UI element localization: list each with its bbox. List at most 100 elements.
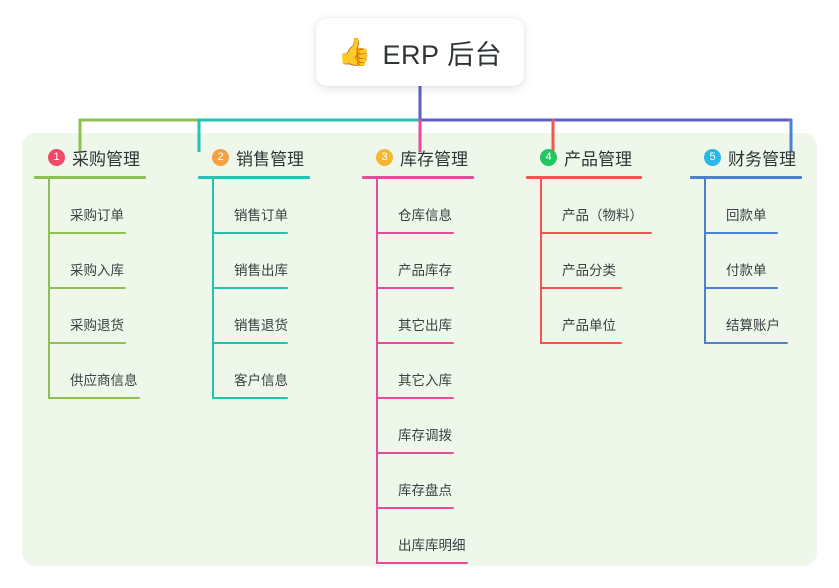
leaf-label: 供应商信息: [70, 373, 138, 388]
branch-trunk-1: [48, 179, 50, 399]
branch-header-4[interactable]: 4 产品管理: [526, 144, 642, 170]
list-item[interactable]: 产品库存: [376, 234, 474, 289]
branch-column-3: 3 库存管理 仓库信息 产品库存 其它出库 其它入库 库存调拨: [362, 144, 474, 564]
list-item[interactable]: 采购订单: [48, 179, 146, 234]
leaf-label: 采购退货: [70, 318, 124, 333]
leaf-underline: [704, 287, 778, 289]
list-item[interactable]: 回款单: [704, 179, 802, 234]
leaf-underline: [376, 562, 468, 564]
branch-body-3: 仓库信息 产品库存 其它出库 其它入库 库存调拨 库存盘点: [376, 179, 474, 564]
branch-header-5[interactable]: 5 财务管理: [690, 144, 802, 170]
branch-body-1: 采购订单 采购入库 采购退货 供应商信息: [48, 179, 146, 399]
leaf-underline: [376, 232, 454, 234]
list-item[interactable]: 产品分类: [540, 234, 642, 289]
branch-header-1[interactable]: 1 采购管理: [34, 144, 146, 170]
leaf-label: 仓库信息: [398, 208, 452, 223]
branch-body-2: 销售订单 销售出库 销售退货 客户信息: [212, 179, 310, 399]
branch-trunk-3: [376, 179, 378, 564]
branch-badge-4: 4: [540, 148, 557, 166]
leaf-label: 其它入库: [398, 373, 452, 388]
leaf-underline: [376, 287, 454, 289]
branch-body-5: 回款单 付款单 结算账户: [704, 179, 802, 344]
thumbs-up-icon: 👍: [337, 36, 372, 67]
leaf-underline: [376, 397, 454, 399]
list-item[interactable]: 产品（物料）: [540, 179, 652, 234]
leaf-underline: [376, 452, 454, 454]
branch-column-1: 1 采购管理 采购订单 采购入库 采购退货 供应商信息: [34, 144, 146, 399]
leaf-underline: [540, 287, 622, 289]
leaf-label: 产品分类: [562, 263, 616, 278]
list-item[interactable]: 供应商信息: [48, 344, 146, 399]
list-item[interactable]: 采购退货: [48, 289, 146, 344]
branch-header-2[interactable]: 2 销售管理: [198, 144, 310, 170]
leaf-underline: [212, 342, 288, 344]
branch-badge-2: 2: [212, 148, 229, 166]
list-item[interactable]: 客户信息: [212, 344, 310, 399]
leaf-label: 销售出库: [234, 263, 288, 278]
leaf-underline: [48, 232, 126, 234]
leaf-label: 客户信息: [234, 373, 288, 388]
leaf-underline: [704, 342, 788, 344]
branch-badge-1: 1: [48, 148, 65, 166]
leaf-underline: [48, 287, 126, 289]
branch-trunk-4: [540, 179, 542, 344]
leaf-label: 采购入库: [70, 263, 124, 278]
leaf-label: 出库库明细: [398, 538, 466, 553]
list-item[interactable]: 其它入库: [376, 344, 474, 399]
list-item[interactable]: 库存调拨: [376, 399, 474, 454]
branch-column-5: 5 财务管理 回款单 付款单 结算账户: [690, 144, 802, 344]
list-item[interactable]: 出库库明细: [376, 509, 474, 564]
list-item[interactable]: 付款单: [704, 234, 802, 289]
leaf-label: 采购订单: [70, 208, 124, 223]
branch-title-5: 财务管理: [728, 149, 796, 169]
branch-badge-3: 3: [376, 148, 393, 166]
branch-title-4: 产品管理: [564, 149, 632, 169]
leaf-label: 付款单: [726, 263, 767, 278]
leaf-label: 库存调拨: [398, 428, 452, 443]
leaf-label: 销售退货: [234, 318, 288, 333]
branch-underline-5: [690, 176, 802, 179]
branch-column-4: 4 产品管理 产品（物料） 产品分类 产品单位: [526, 144, 652, 344]
branch-body-4: 产品（物料） 产品分类 产品单位: [540, 179, 652, 344]
branch-title-3: 库存管理: [400, 149, 468, 169]
branch-underline-2: [198, 176, 310, 179]
list-item[interactable]: 销售出库: [212, 234, 310, 289]
list-item[interactable]: 仓库信息: [376, 179, 474, 234]
leaf-label: 产品库存: [398, 263, 452, 278]
leaf-underline: [48, 397, 140, 399]
branch-header-3[interactable]: 3 库存管理: [362, 144, 474, 170]
leaf-underline: [212, 287, 288, 289]
leaf-label: 结算账户: [726, 318, 780, 333]
leaf-underline: [540, 342, 622, 344]
list-item[interactable]: 结算账户: [704, 289, 802, 344]
leaf-underline: [48, 342, 126, 344]
list-item[interactable]: 销售退货: [212, 289, 310, 344]
list-item[interactable]: 销售订单: [212, 179, 310, 234]
leaf-label: 销售订单: [234, 208, 288, 223]
list-item[interactable]: 库存盘点: [376, 454, 474, 509]
branch-trunk-5: [704, 179, 706, 344]
leaf-label: 库存盘点: [398, 483, 452, 498]
branch-column-2: 2 销售管理 销售订单 销售出库 销售退货 客户信息: [198, 144, 310, 399]
list-item[interactable]: 采购入库: [48, 234, 146, 289]
leaf-underline: [212, 397, 288, 399]
leaf-label: 产品单位: [562, 318, 616, 333]
leaf-underline: [376, 342, 454, 344]
branches-panel: [22, 133, 817, 566]
root-node[interactable]: 👍 ERP 后台: [316, 18, 524, 86]
leaf-label: 其它出库: [398, 318, 452, 333]
leaf-label: 产品（物料）: [562, 208, 643, 223]
leaf-label: 回款单: [726, 208, 767, 223]
branch-trunk-2: [212, 179, 214, 399]
branch-badge-5: 5: [704, 148, 721, 166]
list-item[interactable]: 产品单位: [540, 289, 642, 344]
leaf-underline: [540, 232, 652, 234]
branch-underline-4: [526, 176, 642, 179]
list-item[interactable]: 其它出库: [376, 289, 474, 344]
branch-title-1: 采购管理: [72, 149, 140, 169]
leaf-underline: [704, 232, 778, 234]
root-title: ERP 后台: [382, 39, 503, 70]
branch-underline-3: [362, 176, 474, 179]
branch-title-2: 销售管理: [236, 149, 304, 169]
